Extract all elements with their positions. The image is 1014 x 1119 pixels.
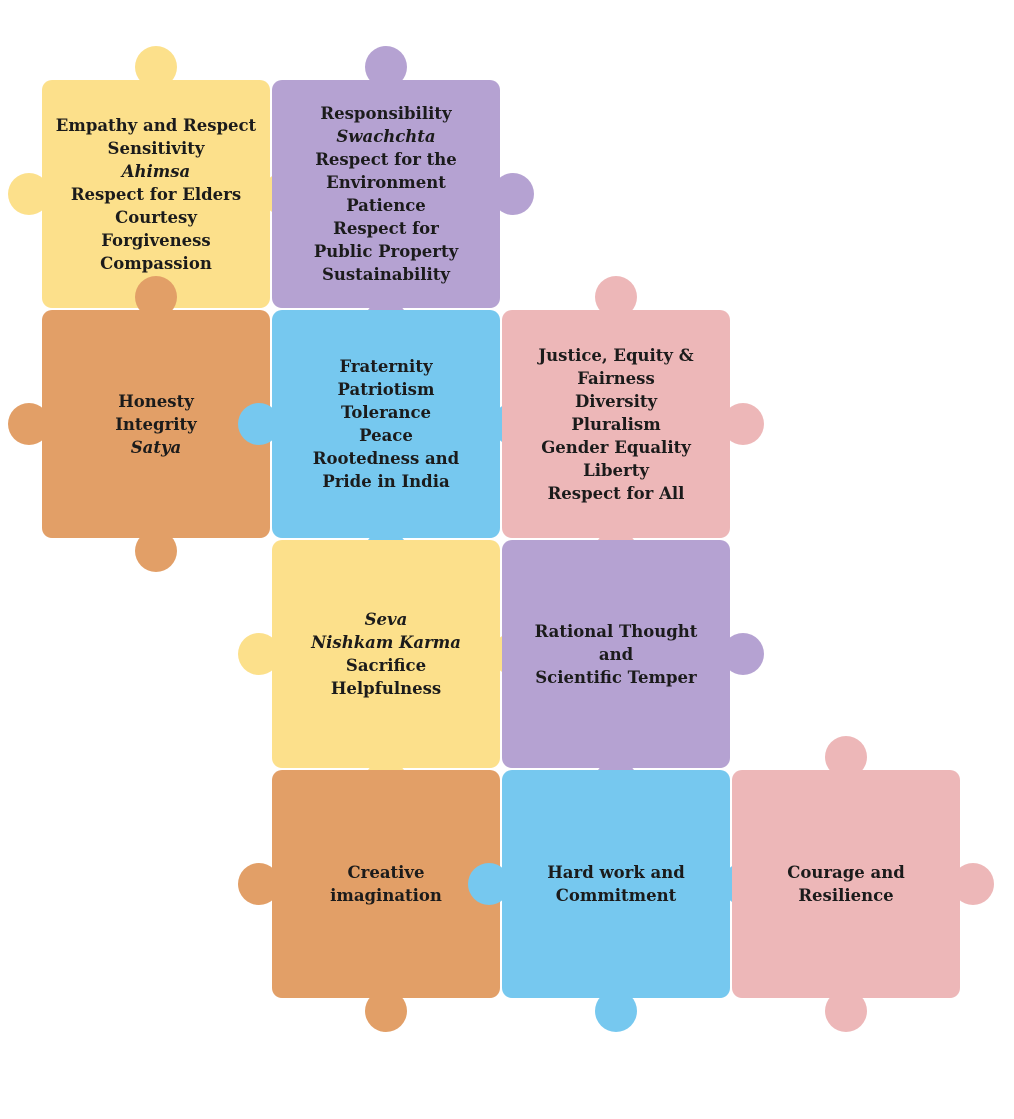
value-label: Rational Thought: [534, 621, 698, 641]
value-label: Respect for All: [547, 483, 685, 503]
value-label: Scientific Temper: [535, 667, 697, 687]
puzzle-knob-bottom: [825, 990, 867, 1032]
value-label: Hard work and: [547, 863, 685, 882]
value-label: Helpfulness: [330, 679, 442, 698]
value-label: Public Property: [313, 242, 459, 261]
puzzle-knob-top: [595, 276, 637, 318]
puzzle-piece-body: [272, 80, 500, 308]
value-label: Compassion: [100, 253, 212, 273]
puzzle-knob-bottom: [135, 530, 177, 572]
value-label: Responsibility: [320, 104, 452, 123]
value-label: and: [598, 644, 634, 664]
value-label: Pride in India: [322, 472, 450, 491]
value-label: Liberty: [583, 460, 649, 480]
puzzle-knob-right: [492, 173, 534, 215]
puzzle-piece-body: [732, 770, 960, 998]
puzzle-knob-top: [135, 46, 177, 88]
puzzle-knob-right: [722, 633, 764, 675]
value-label: Swachchta: [336, 127, 436, 146]
puzzle-piece-body: [42, 80, 270, 308]
puzzle-knob-bottom: [365, 990, 407, 1032]
puzzle-piece-body: [502, 770, 730, 998]
value-label: Honesty: [118, 391, 194, 411]
value-label: Pluralism: [571, 414, 661, 434]
puzzle-knob-left: [8, 173, 50, 215]
value-label: Fraternity: [339, 357, 433, 376]
value-label: Satya: [130, 437, 182, 457]
puzzle-piece-body: [272, 310, 500, 538]
value-label: Tolerance: [340, 403, 432, 422]
value-label: Sustainability: [321, 265, 451, 284]
puzzle-knob-left: [238, 633, 280, 675]
value-label: Environment: [326, 173, 446, 192]
puzzle-piece-body: [42, 310, 270, 538]
value-label: Sacrifice: [345, 656, 427, 675]
value-label: Diversity: [574, 391, 658, 411]
puzzle-knob-right: [722, 403, 764, 445]
value-label: Patriotism: [337, 380, 435, 399]
puzzle-knob-left: [238, 403, 280, 445]
puzzle-piece-creative: [238, 770, 500, 1032]
puzzle-piece-body: [272, 770, 500, 998]
puzzle-knob-left: [468, 863, 510, 905]
value-label: Respect for the: [315, 150, 457, 169]
puzzle-knob-top: [365, 46, 407, 88]
puzzle-knob-right: [952, 863, 994, 905]
value-label: Respect for: [333, 219, 439, 238]
value-label: Commitment: [555, 886, 677, 905]
value-label: imagination: [330, 886, 442, 905]
value-label: Resilience: [798, 886, 894, 905]
value-label: Respect for Elders: [70, 184, 242, 204]
value-label: Courage and: [787, 863, 905, 882]
value-label: Empathy and Respect: [55, 115, 257, 135]
value-label: Fairness: [577, 368, 655, 388]
puzzle-piece-body: [272, 540, 500, 768]
puzzle-piece-body: [502, 310, 730, 538]
puzzle-piece-honesty: [8, 276, 270, 572]
value-label: Sensitivity: [107, 138, 205, 158]
value-label: Creative: [347, 863, 425, 882]
value-label: Integrity: [115, 414, 197, 434]
puzzle-piece-body: [502, 540, 730, 768]
value-label: Forgiveness: [101, 230, 211, 250]
puzzle-knob-left: [238, 863, 280, 905]
value-label: Justice, Equity &: [538, 345, 694, 365]
value-label: Gender Equality: [541, 437, 691, 457]
puzzle-knob-bottom: [595, 990, 637, 1032]
value-label: Courtesy: [115, 207, 197, 227]
value-label: Ahimsa: [121, 161, 191, 181]
value-label: Seva: [364, 610, 408, 629]
value-label: Peace: [359, 426, 413, 445]
value-label: Nishkam Karma: [311, 633, 461, 652]
value-label: Patience: [346, 196, 426, 215]
value-label: Rootedness and: [312, 449, 460, 468]
puzzle-knob-left: [8, 403, 50, 445]
puzzle-piece-courage: [732, 736, 994, 1032]
puzzle-knob-top: [135, 276, 177, 318]
piece-text-creative: Creative imagination: [272, 770, 500, 998]
puzzle-knob-top: [825, 736, 867, 778]
